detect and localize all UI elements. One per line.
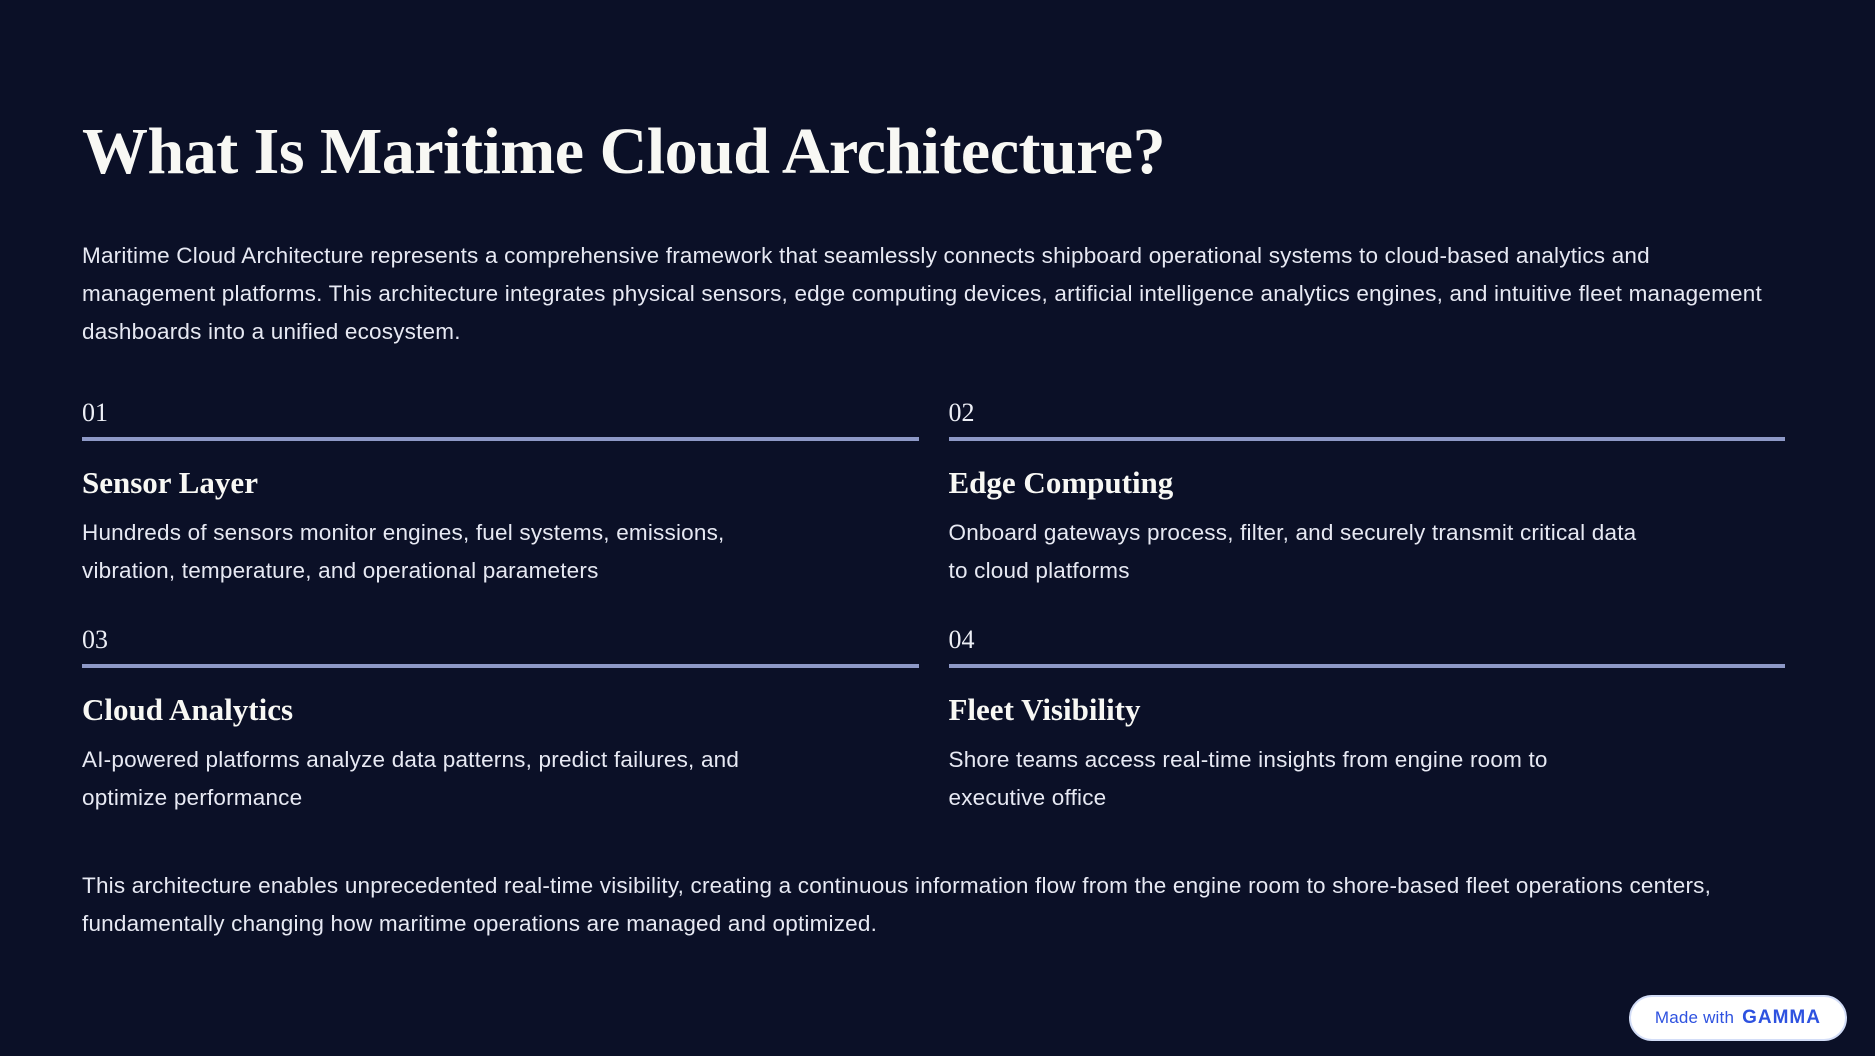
item-sensor-layer: 01 Sensor Layer Hundreds of sensors moni…: [82, 397, 919, 590]
item-title: Edge Computing: [948, 464, 1174, 500]
item-number: 04: [948, 624, 975, 654]
item-description: Hundreds of sensors monitor engines, fue…: [82, 519, 725, 583]
item-fleet-visibility: 04 Fleet Visibility Shore teams access r…: [948, 624, 1785, 817]
made-with-gamma-badge[interactable]: Made with GAMMA: [1628, 995, 1847, 1041]
item-number: 03: [82, 624, 108, 654]
badge-prefix-text: Made with: [1654, 1008, 1735, 1027]
numbered-items-grid: 01 Sensor Layer Hundreds of sensors moni…: [82, 397, 1785, 818]
item-description: Shore teams access real-time insights fr…: [948, 747, 1548, 811]
item-description: Onboard gateways process, filter, and se…: [948, 519, 1637, 583]
item-divider: [948, 436, 1785, 441]
item-divider: [82, 436, 919, 441]
item-description: AI-powered platforms analyze data patter…: [82, 747, 740, 811]
item-number: 02: [948, 397, 975, 427]
item-edge-computing: 02 Edge Computing Onboard gateways proce…: [948, 397, 1785, 590]
item-cloud-analytics: 03 Cloud Analytics AI-powered platforms …: [82, 624, 919, 817]
intro-paragraph: Maritime Cloud Architecture represents a…: [82, 242, 1762, 344]
item-divider: [948, 664, 1785, 669]
gamma-logo: GAMMA: [1742, 1007, 1821, 1028]
item-title: Cloud Analytics: [82, 692, 294, 728]
page-title: What Is Maritime Cloud Architecture?: [82, 115, 1166, 188]
outro-paragraph: This architecture enables unprecedented …: [82, 873, 1712, 937]
item-divider: [82, 664, 919, 669]
item-title: Fleet Visibility: [948, 692, 1141, 728]
item-number: 01: [82, 397, 108, 427]
item-title: Sensor Layer: [82, 464, 258, 500]
